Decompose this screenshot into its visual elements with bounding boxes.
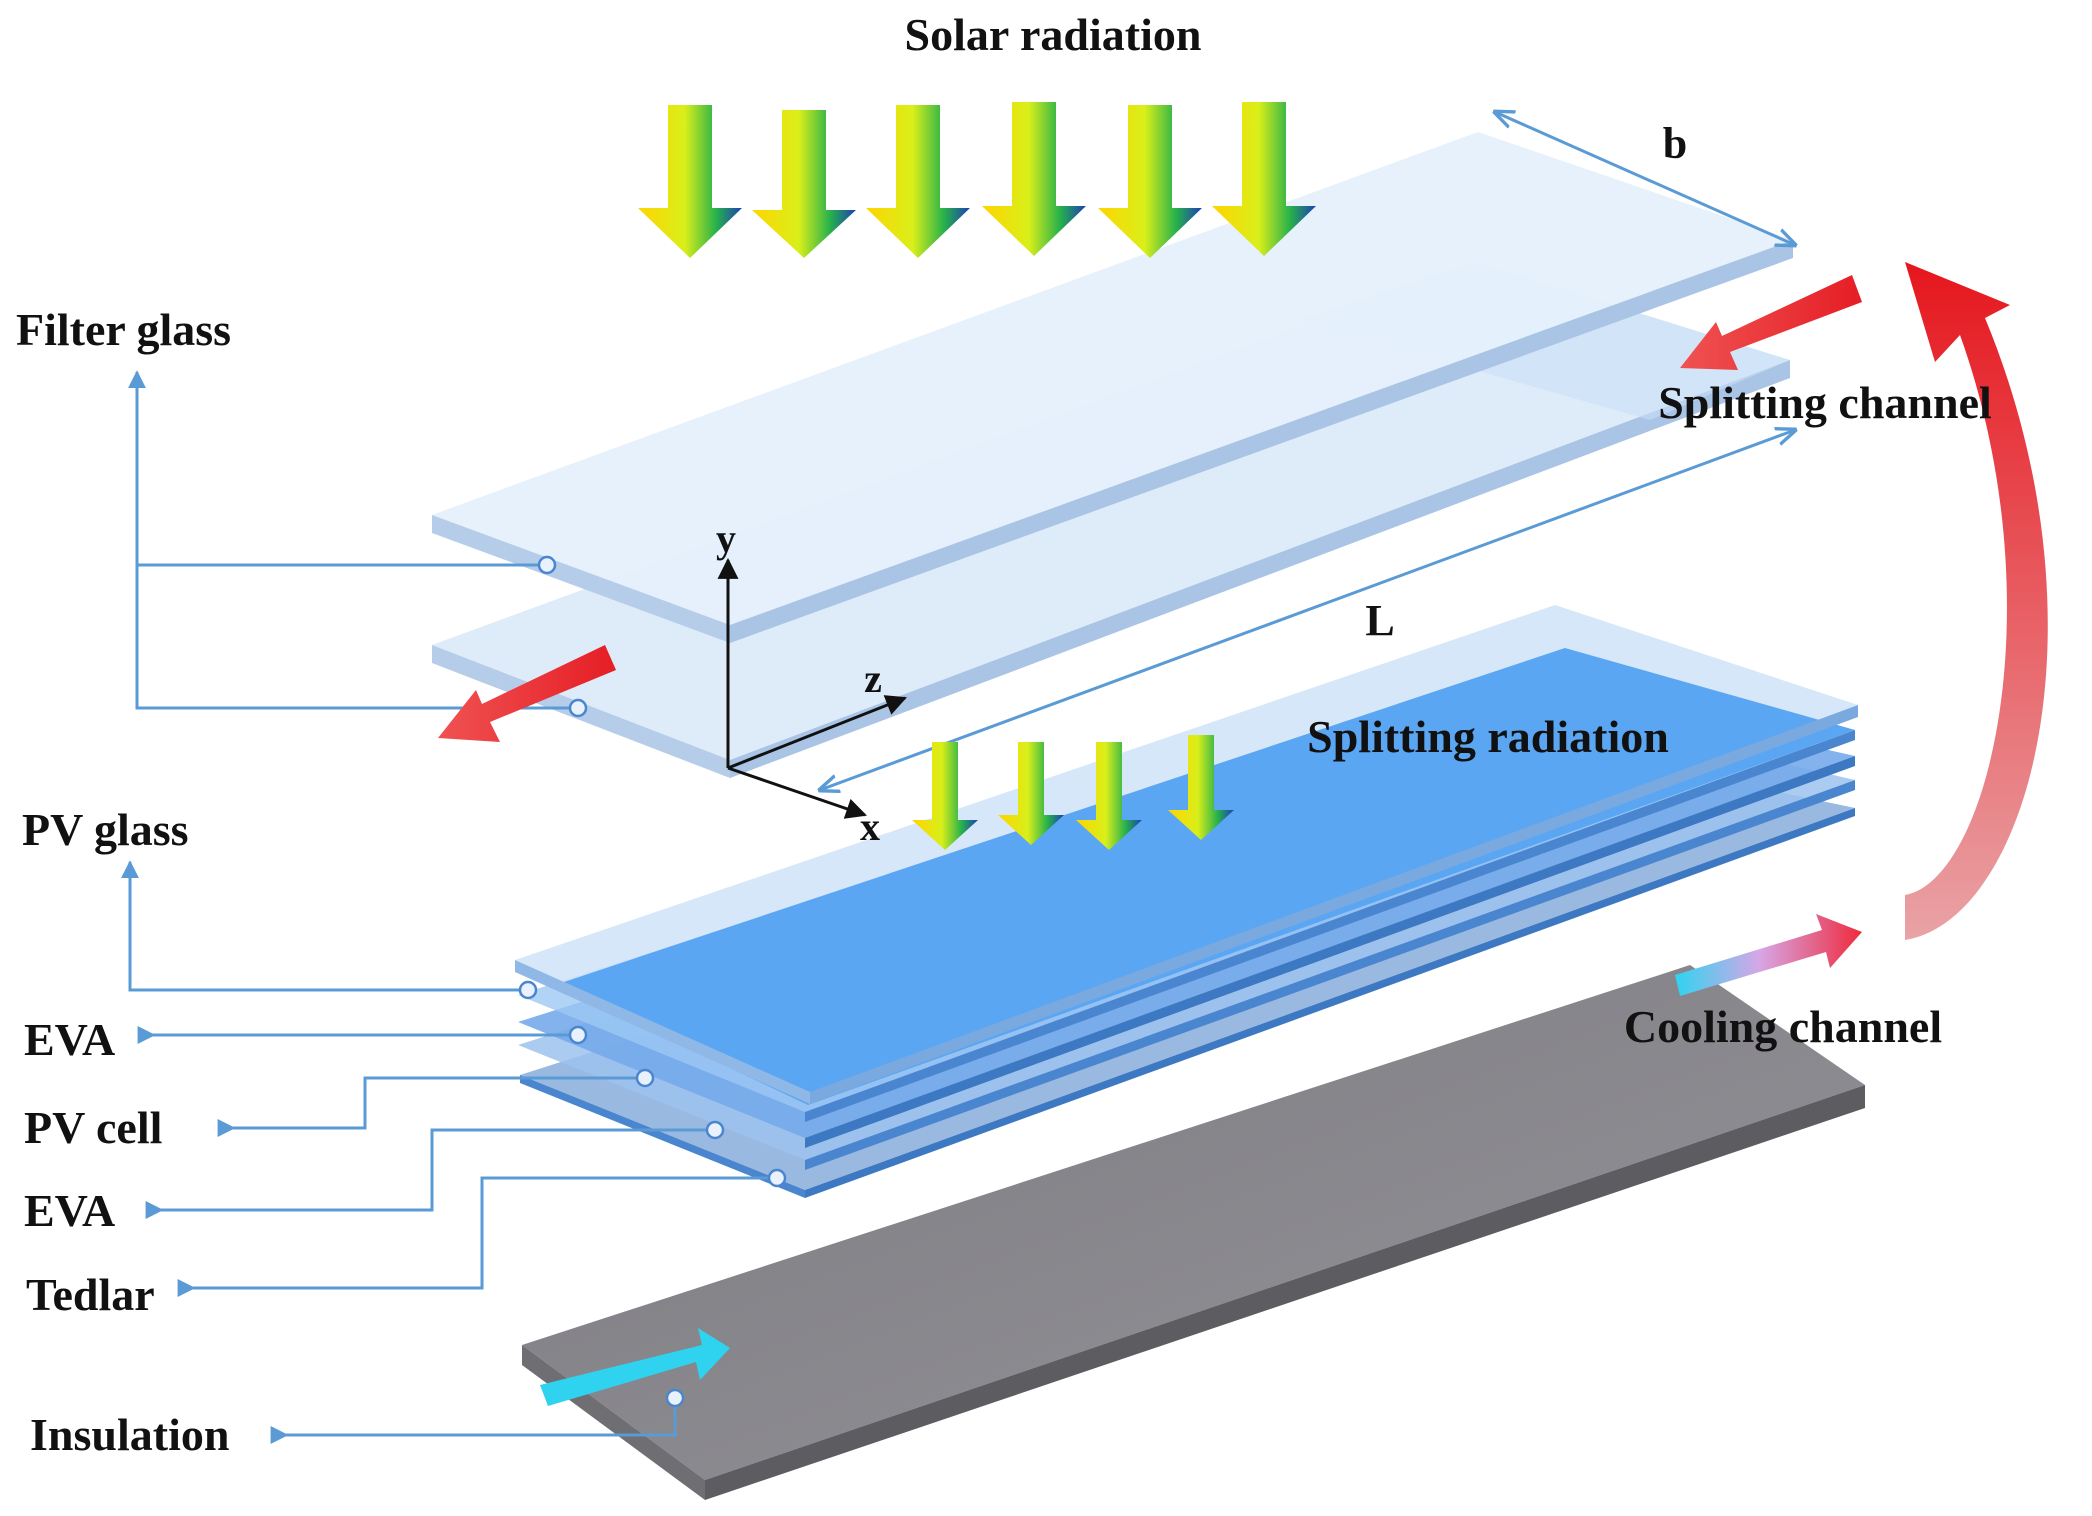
solar-ray-arrow [752,110,856,258]
split-ray-arrow [1168,735,1234,840]
leader-pv-glass [121,860,528,992]
leader-dots [518,555,787,1408]
flow-arrow-cold [540,1328,730,1406]
eva-top-label: EVA [24,1014,115,1065]
flow-arrow-hot [438,645,616,742]
solar-ray-arrow [982,102,1086,256]
x-axis-label: x [860,804,880,849]
dimension-b-label: b [1663,119,1687,168]
tedlar-label: Tedlar [26,1269,155,1320]
split-ray-arrow [912,742,978,850]
leader-filter-glass [135,563,578,710]
leader-lines [121,370,777,1444]
solar-ray-arrow [1212,102,1316,256]
filter-glass-label: Filter glass [16,304,231,355]
solar-radiation-label: Solar radiation [905,9,1202,60]
split-ray-arrows [912,735,1234,850]
z-axis-label: z [864,656,882,701]
solar-ray-arrow [638,105,742,258]
split-ray-arrow [1076,742,1142,850]
solar-ray-arrow [1098,105,1202,258]
flow-arrow-hot [1680,275,1862,370]
x-axis-arrow [727,766,867,819]
leader-eva-bottom [145,1128,715,1219]
leader-pv-cell [217,1076,645,1137]
return-arc-arrow [1905,262,2048,940]
cooling-channel-label: Cooling channel [1624,1001,1942,1052]
insulation-label: Insulation [30,1409,229,1460]
solar-ray-arrows [638,102,1316,258]
splitting-channel-label: Splitting channel [1658,377,1992,428]
leader-tedlar [177,1176,777,1297]
dimension-b-arrow [1495,112,1795,245]
split-ray-arrow [998,742,1064,845]
coordinate-axes [717,557,907,819]
dimension-l-label: L [1365,596,1394,645]
dimension-l-arrow [820,430,1795,790]
pv-cell-label: PV cell [24,1102,162,1153]
flow-arrow-cooling-outlet [1675,914,1862,996]
z-axis-arrow [727,695,907,770]
pv-glass-label: PV glass [22,804,189,855]
eva-bottom-label: EVA [24,1185,115,1236]
solar-ray-arrow [866,105,970,258]
splitting-radiation-label: Splitting radiation [1307,711,1669,762]
leader-insulation [270,1398,677,1444]
y-axis-label: y [716,516,736,561]
